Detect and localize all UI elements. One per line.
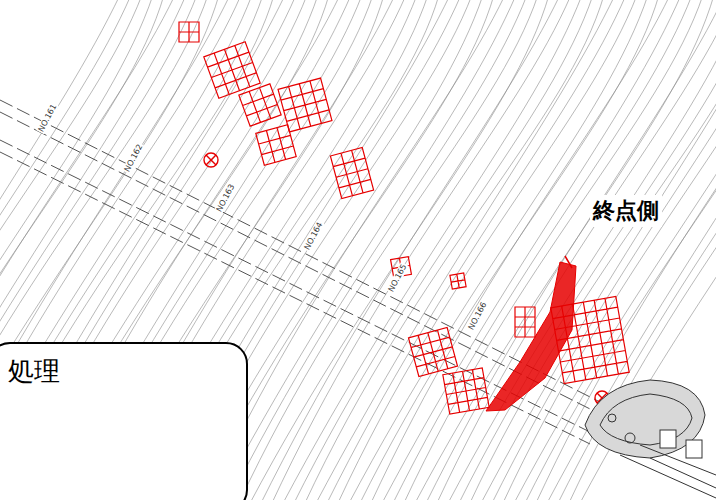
contour-line (469, 0, 716, 500)
direction-label: 終点側 (590, 195, 662, 227)
contour-line (579, 0, 716, 500)
grid-area (204, 42, 260, 98)
contour-line (491, 0, 716, 500)
station-number: NO.165 (386, 262, 409, 294)
contour-line (425, 0, 716, 500)
contour-line (282, 0, 582, 500)
contour-line (271, 0, 571, 500)
contour-line (513, 0, 716, 500)
band-tick (565, 256, 572, 268)
contour-line (249, 0, 549, 500)
tunnel-portal (585, 380, 716, 498)
contour-line (568, 0, 716, 500)
contour-line (458, 0, 716, 500)
red-hatched-band (486, 262, 576, 411)
grid-area (450, 273, 466, 289)
grid-area (239, 84, 281, 126)
contour-line (414, 0, 714, 500)
crossed-circle (204, 153, 609, 405)
contour-line (557, 0, 716, 500)
contour-line (436, 0, 716, 500)
grid-area (409, 328, 458, 377)
contour-line (524, 0, 716, 500)
contour-line (238, 0, 538, 500)
contour-line (304, 0, 604, 500)
station-number: NO.162 (122, 142, 145, 174)
grid-area (515, 307, 535, 337)
contour-line (216, 0, 516, 500)
contour-line (480, 0, 716, 500)
contour-line (260, 0, 560, 500)
grid-area (256, 125, 296, 165)
station-number: NO.163 (214, 182, 237, 214)
contour-line (546, 0, 716, 500)
station-number: NO.166 (466, 300, 489, 332)
grid-area (330, 147, 373, 198)
station-number: NO.164 (302, 220, 325, 252)
callout-box: 処理 (0, 342, 248, 500)
contour-line (535, 0, 716, 500)
callout-text: 処理 (8, 354, 238, 389)
grid-area (179, 22, 199, 42)
grid-area (278, 78, 332, 132)
contour-line (502, 0, 716, 500)
grid-area (443, 368, 489, 414)
